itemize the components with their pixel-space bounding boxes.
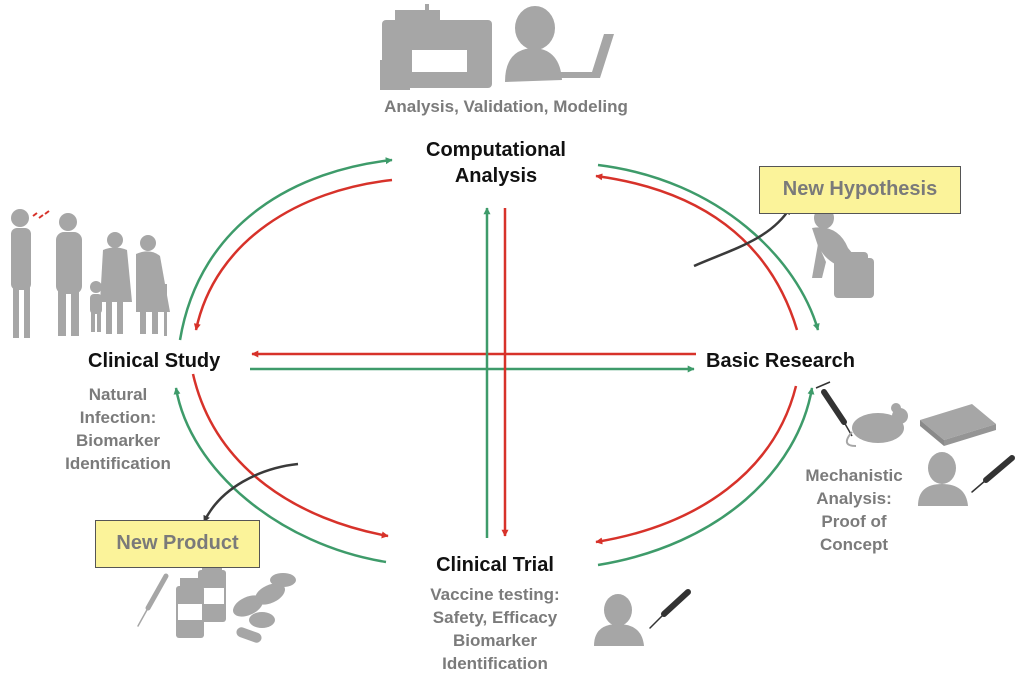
arrow-to-new-hypothesis <box>693 207 792 268</box>
speech-mark-icon <box>32 210 50 219</box>
well-plate-icon <box>920 404 996 446</box>
person-icon <box>594 594 644 646</box>
computational-analysis-node: Computational Analysis <box>426 139 566 187</box>
arrow-computational-to-study <box>193 178 393 331</box>
clinical-trial-sub-label: Vaccine testing: Safety, Efficacy Biomar… <box>430 585 560 673</box>
arrow-trial-to-study <box>173 387 387 564</box>
person-icon <box>918 452 968 506</box>
arrow-basic-to-computational <box>595 173 799 331</box>
basic-research-sub-label: Mechanistic Analysis: Proof of Concept <box>805 466 903 554</box>
new-hypothesis-callout: New Hypothesis <box>759 166 961 214</box>
lab-instrument-icon <box>380 4 492 90</box>
syringe-icon <box>821 389 847 425</box>
arrow-study-to-trial <box>191 373 389 539</box>
pills-icon <box>233 573 296 643</box>
arrow-to-new-product <box>202 462 299 523</box>
arrow-basic-to-trial <box>595 385 798 545</box>
researcher-at-laptop-icon <box>505 6 614 82</box>
syringe-icon <box>649 589 691 629</box>
new-product-callout: New Product <box>95 520 260 568</box>
arrow-trial-to-basic <box>597 387 815 567</box>
mouse-icon <box>845 403 908 447</box>
family-icon <box>11 209 170 338</box>
vaccine-vials-icon <box>176 562 226 638</box>
syringe-icon <box>137 573 169 627</box>
computational-sub-label: Analysis, Validation, Modeling <box>384 97 628 116</box>
thinker-statue-icon <box>812 207 874 298</box>
clinical-trial-node: Clinical Trial <box>436 554 554 576</box>
clinical-study-sub-label: Natural Infection: Biomarker Identificat… <box>65 385 171 473</box>
basic-research-node: Basic Research <box>706 350 855 372</box>
arrow-computational-to-basic <box>597 163 820 331</box>
syringe-icon <box>971 455 1015 493</box>
arrow-study-to-computational <box>178 157 393 341</box>
clinical-study-node: Clinical Study <box>88 350 221 372</box>
